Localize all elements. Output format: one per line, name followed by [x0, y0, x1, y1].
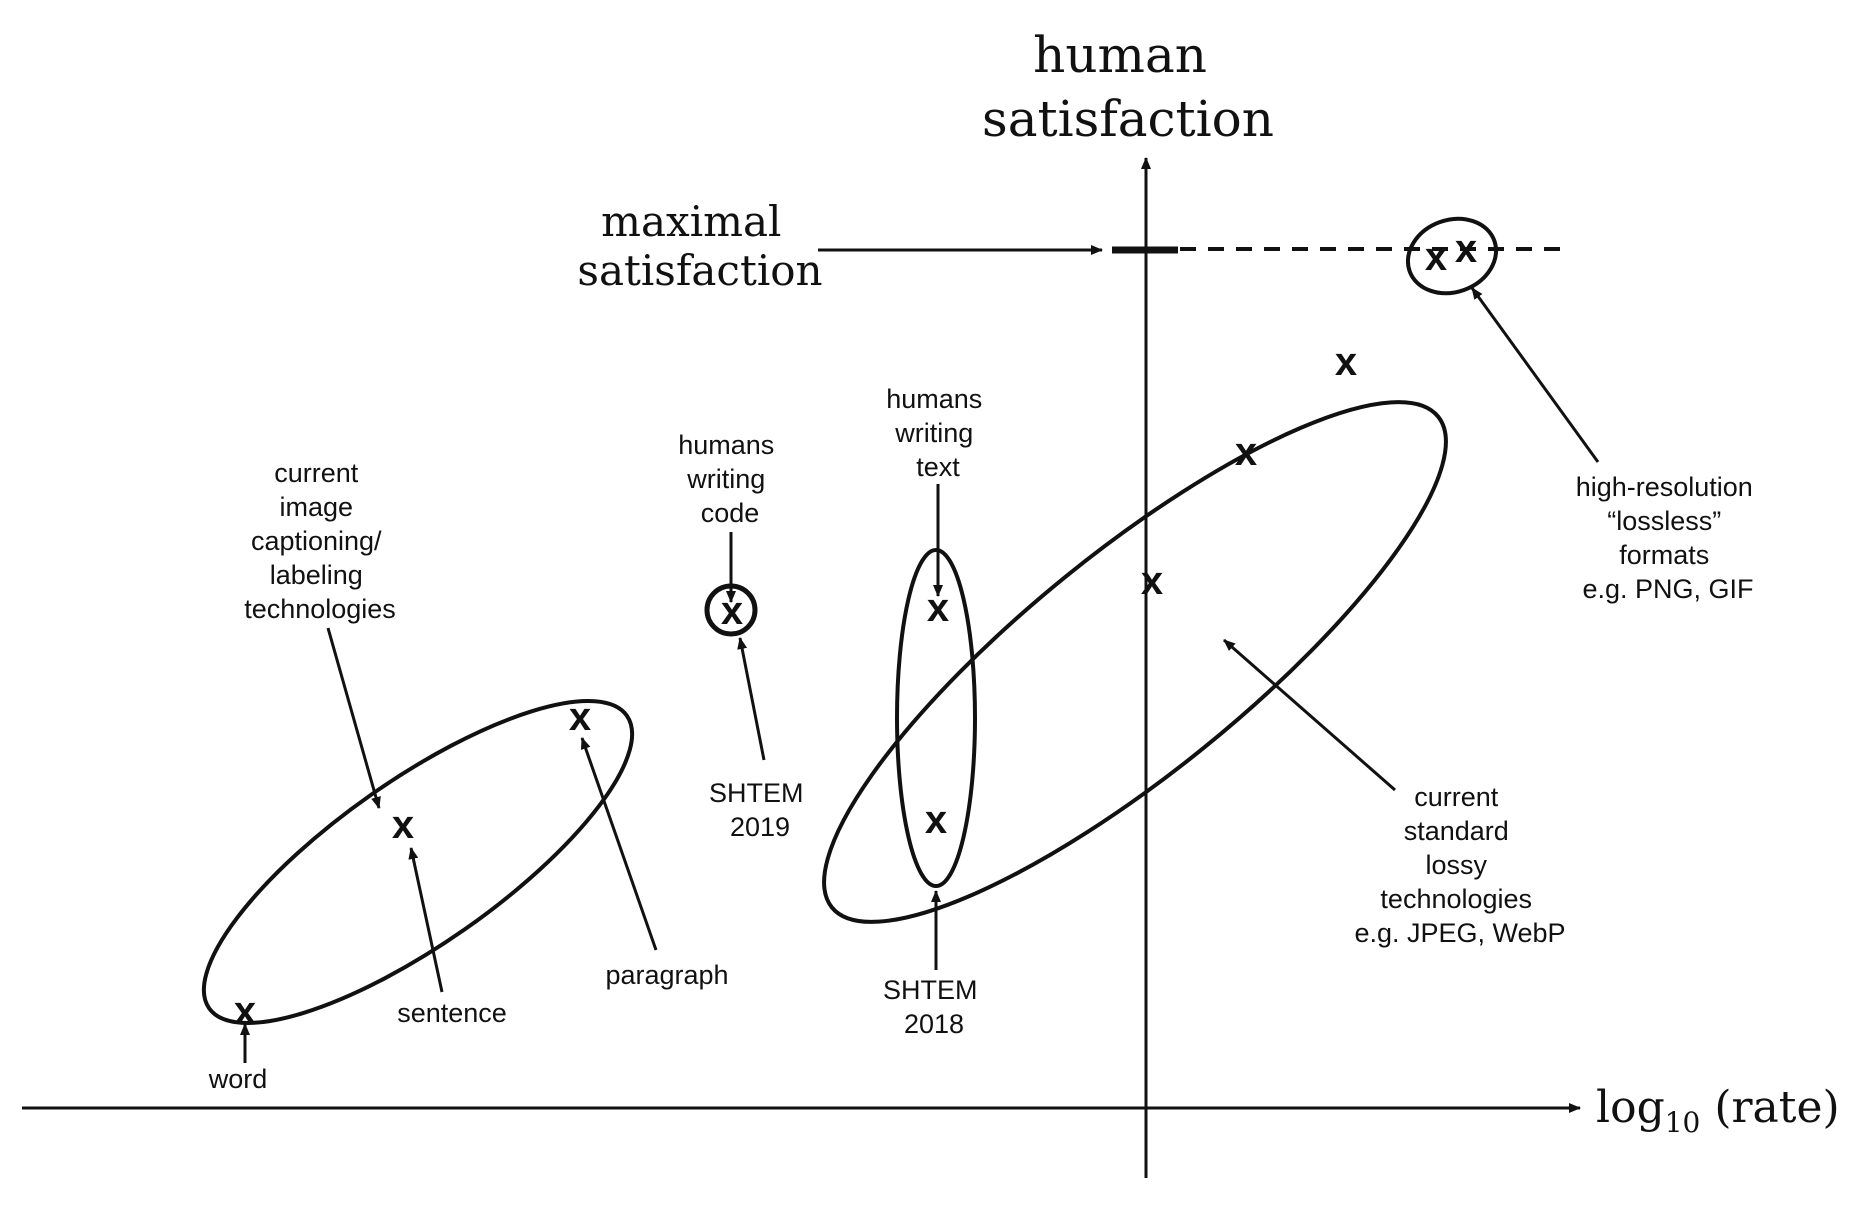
point-lossless-1: x [1425, 235, 1447, 279]
label-humans-code: humans writing code [678, 430, 782, 528]
point-sentence: x [392, 803, 414, 847]
label-paragraph: paragraph [605, 960, 728, 990]
label-humans-text: humans writing text [886, 384, 990, 482]
lossy-ellipse [822, 400, 1448, 924]
label-lossy: current standard lossy technologies e.g.… [1354, 782, 1565, 948]
arrow-captioning [326, 627, 381, 809]
label-word: word [208, 1064, 268, 1094]
arrow-lossy [1223, 638, 1396, 792]
label-lossless: high-resolution “lossless” formats e.g. … [1576, 472, 1761, 604]
label-shtem-2018: SHTEM 2018 [883, 975, 985, 1039]
y-axis-label: human satisfaction [982, 26, 1274, 148]
label-sentence: sentence [397, 998, 507, 1028]
x-axis-label: log10 (rate) [1596, 1082, 1840, 1139]
point-lossy-1: x [1141, 559, 1163, 603]
lossless-ellipse [1405, 216, 1499, 296]
point-shtem-2018: x [925, 798, 947, 842]
captioning-ellipse [201, 699, 635, 1025]
point-lossless-2: x [1455, 227, 1477, 271]
humans-text-ellipse [895, 548, 977, 888]
arrow-sentence [408, 847, 444, 993]
point-word: x [234, 989, 256, 1033]
label-captioning: current image captioning/ labeling techn… [244, 458, 396, 624]
point-lossy-3: x [1335, 340, 1357, 384]
maximal-satisfaction-label: maximal satisfaction [577, 197, 822, 295]
point-paragraph: x [569, 695, 591, 739]
arrow-lossless [1470, 287, 1600, 463]
point-humans-text: x [927, 586, 949, 630]
arrow-paragraph [580, 737, 658, 951]
arrow-shtem-2019 [737, 637, 766, 761]
point-lossy-2: x [1235, 430, 1257, 474]
label-shtem-2019: SHTEM 2019 [709, 778, 811, 842]
